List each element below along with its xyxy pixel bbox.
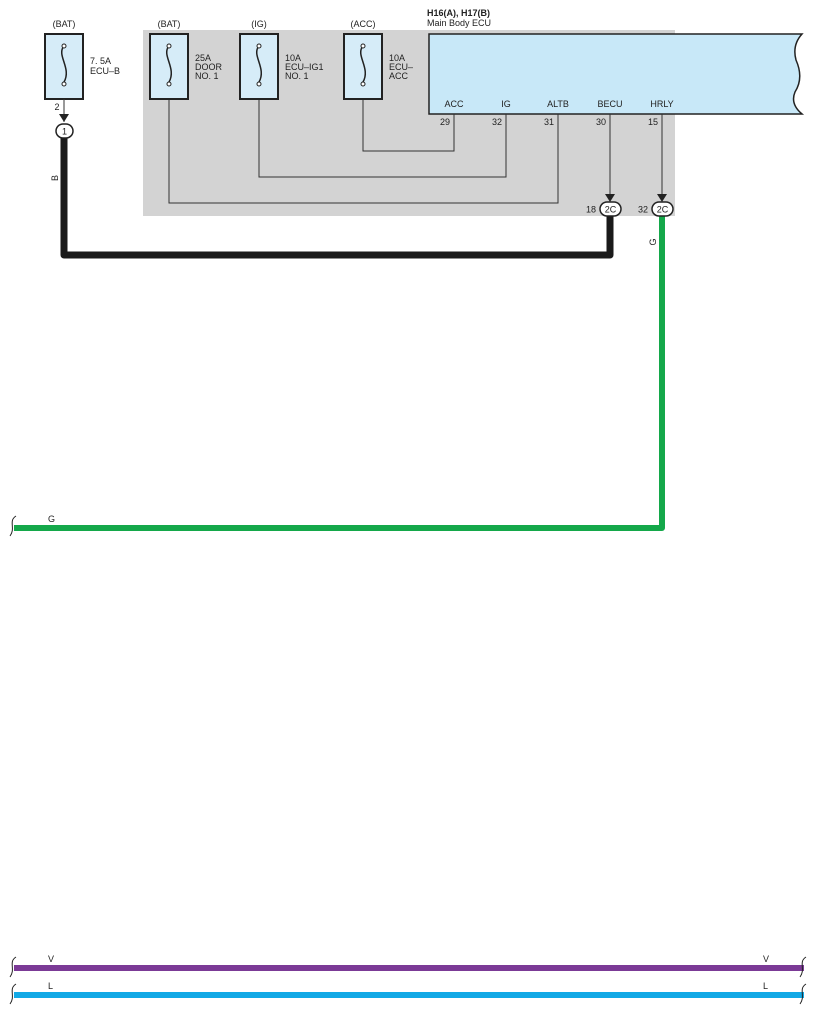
wire-b-label: B <box>50 175 60 181</box>
connector-1 <box>55 123 74 139</box>
wire-g <box>14 216 665 531</box>
fuse-source-label: (BAT) <box>53 19 76 29</box>
ecu-pin-number-hrly: 15 <box>648 117 658 127</box>
wire-ig-internal <box>258 86 507 178</box>
wire-break-mark <box>799 983 807 1005</box>
ecu-pin-name-becu: BECU <box>597 99 622 109</box>
connector-arrow-icon <box>657 194 667 202</box>
fuse-terminal <box>166 81 172 87</box>
wire-v-left-label: V <box>48 954 54 964</box>
connector-arrow-icon <box>605 194 615 202</box>
fuse-name: ECU– <box>389 62 413 72</box>
fuse-name-2: NO. 1 <box>285 71 309 81</box>
connector-2c-becu <box>599 201 622 217</box>
connector-arrow-icon <box>59 114 69 122</box>
fuse-terminal <box>256 43 262 49</box>
wire-g-horizontal-label: G <box>48 514 55 524</box>
fuse-name: ECU–IG1 <box>285 62 324 72</box>
ecu-title: H16(A), H17(B) <box>427 8 490 18</box>
wire-v-right-label: V <box>763 954 769 964</box>
wire-l-right-label: L <box>763 981 768 991</box>
connector-2c-hrly-label: 2C <box>657 205 669 215</box>
fuse-link-icon <box>61 45 67 83</box>
fuse-link-icon <box>166 45 172 83</box>
fuse-terminal <box>61 43 67 49</box>
ecu-pin-number-becu: 30 <box>596 117 606 127</box>
fuse-source-label: (IG) <box>251 19 267 29</box>
fuse-ecu-b-pin: 2 <box>54 102 59 112</box>
ecu-pin-number-ig: 32 <box>492 117 502 127</box>
connector-2c-hrly <box>651 201 674 217</box>
wire-break-mark <box>9 515 17 537</box>
fuse-name: ECU–B <box>90 66 120 76</box>
fuse-link-icon <box>360 45 366 83</box>
ecu-pin-number-acc: 29 <box>440 117 450 127</box>
wire-altb-internal <box>168 86 559 204</box>
wire-acc-internal <box>362 86 455 152</box>
connector-1-label: 1 <box>62 127 67 137</box>
wire-break-mark <box>9 956 17 978</box>
ecu-pin-name-ig: IG <box>501 99 511 109</box>
fuse-terminal <box>256 81 262 87</box>
fuse-terminal <box>166 43 172 49</box>
fuse-terminal <box>360 81 366 87</box>
fuse-rating: 10A <box>389 53 405 63</box>
ecu-pin-name-altb: ALTB <box>547 99 569 109</box>
wire-g-vertical-label: G <box>648 238 658 245</box>
fuse-name: DOOR <box>195 62 223 72</box>
ecu-pin-number-altb: 31 <box>544 117 554 127</box>
wire-break-mark <box>799 956 807 978</box>
ecu-body <box>428 33 805 115</box>
connector-2c-becu-label: 2C <box>605 205 617 215</box>
fuse-name-2: NO. 1 <box>195 71 219 81</box>
wire-l-left-label: L <box>48 981 53 991</box>
fuse-rating: 25A <box>195 53 211 63</box>
ecu-pin-name-hrly: HRLY <box>650 99 673 109</box>
wire-break-mark <box>9 983 17 1005</box>
fuse-link-icon <box>256 45 262 83</box>
fuse-source-label: (ACC) <box>351 19 376 29</box>
connector-2c-hrly-pin: 32 <box>638 205 648 215</box>
fuse-terminal <box>360 43 366 49</box>
fuse-terminal <box>61 81 67 87</box>
fuse-name-2: ACC <box>389 71 409 81</box>
fuse-source-label: (BAT) <box>158 19 181 29</box>
ecu-pin-name-acc: ACC <box>444 99 464 109</box>
wire-b <box>60 138 614 259</box>
ecu-subtitle: Main Body ECU <box>427 18 491 28</box>
fuse-rating: 7. 5A <box>90 56 111 66</box>
connector-2c-becu-pin: 18 <box>586 205 596 215</box>
fuse-rating: 10A <box>285 53 301 63</box>
